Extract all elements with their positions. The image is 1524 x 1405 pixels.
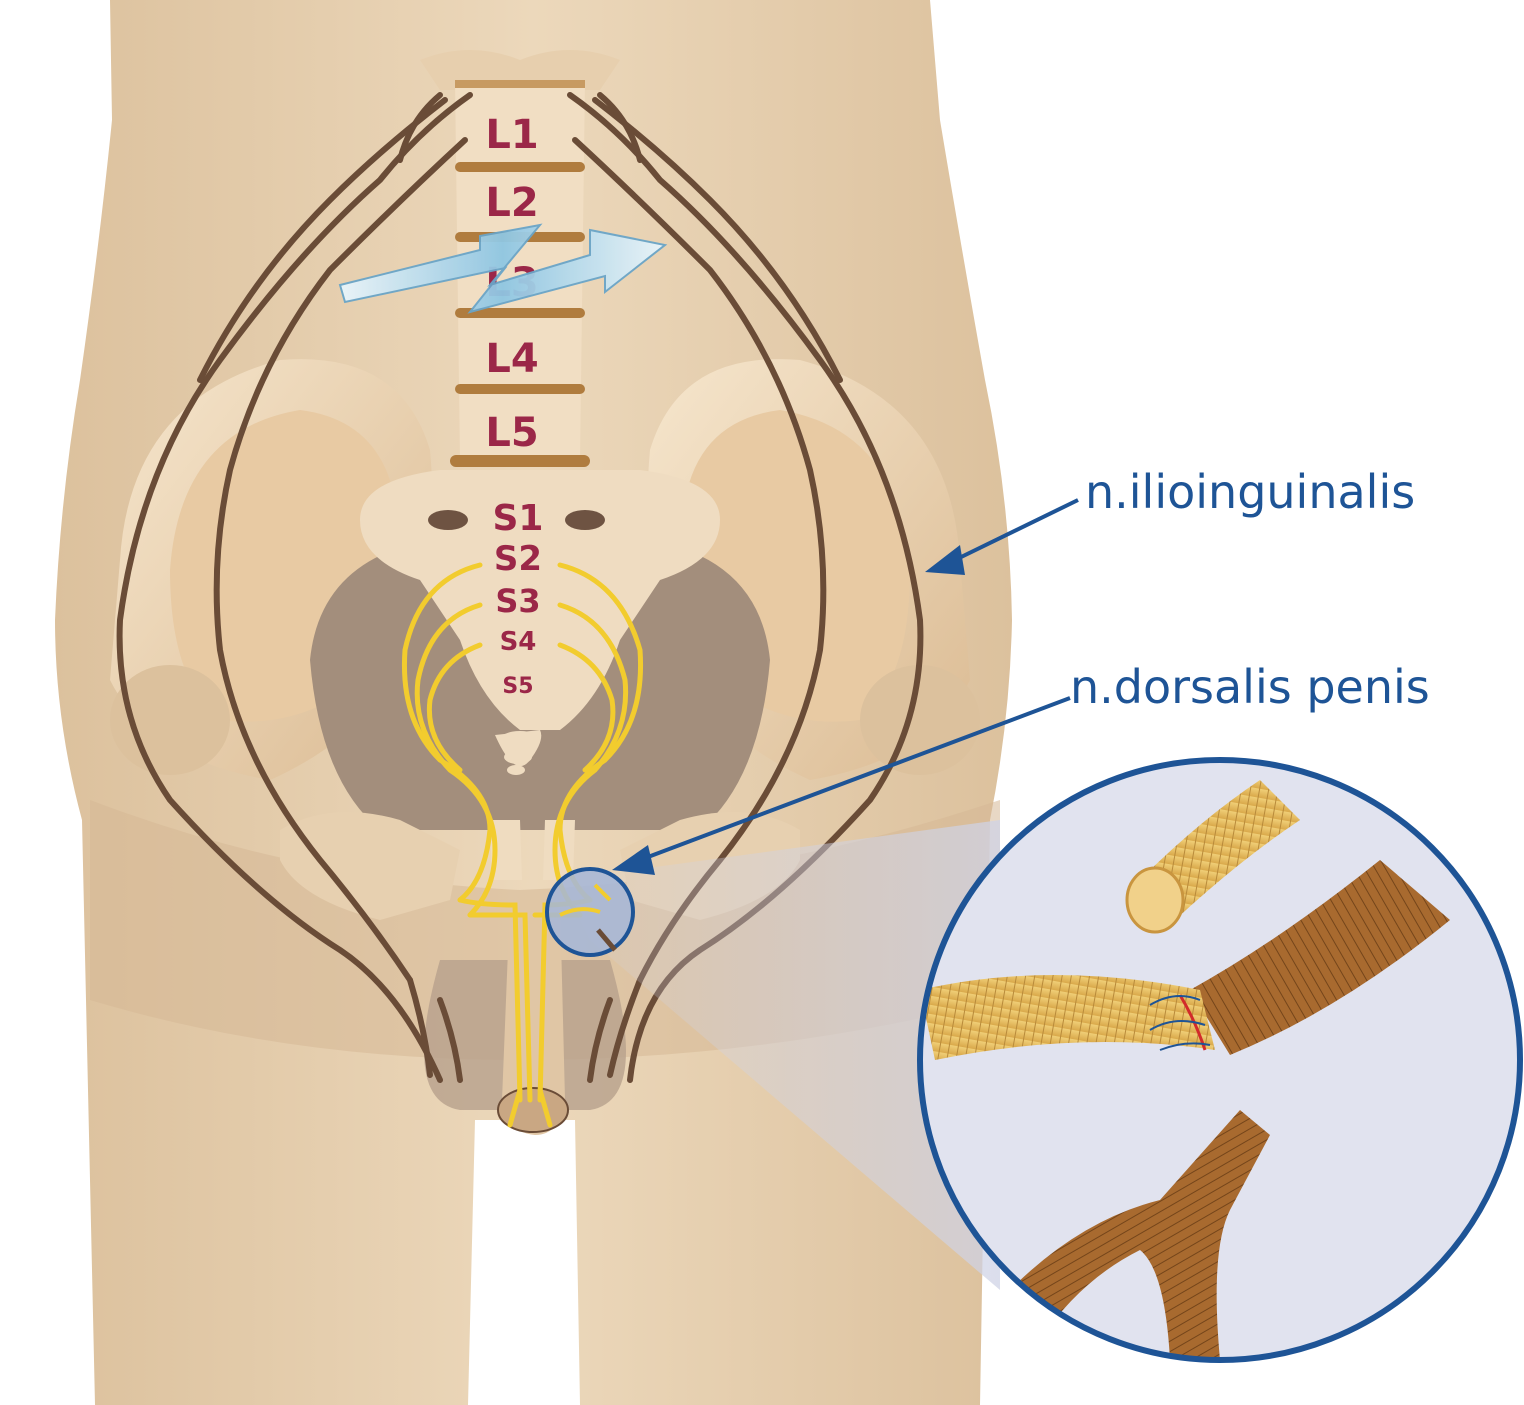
vertebra-label-l5: L5 <box>485 410 538 456</box>
vertebra-label-l2: L2 <box>485 180 538 226</box>
label-ilioinguinalis: n.ilioinguinalis <box>1085 465 1415 519</box>
inset-magnified-view <box>920 760 1520 1360</box>
vertebra-label-s4: S4 <box>500 627 537 657</box>
vertebra-label-s3: S3 <box>495 582 540 620</box>
vertebra-label-l4: L4 <box>485 336 538 382</box>
vertebra-label-l1: L1 <box>485 112 538 158</box>
vertebra-label-s2: S2 <box>494 539 542 579</box>
vertebra-label-s5: S5 <box>502 674 533 699</box>
label-dorsalis-penis: n.dorsalis penis <box>1070 660 1430 714</box>
vertebra-label-s1: S1 <box>493 498 544 539</box>
